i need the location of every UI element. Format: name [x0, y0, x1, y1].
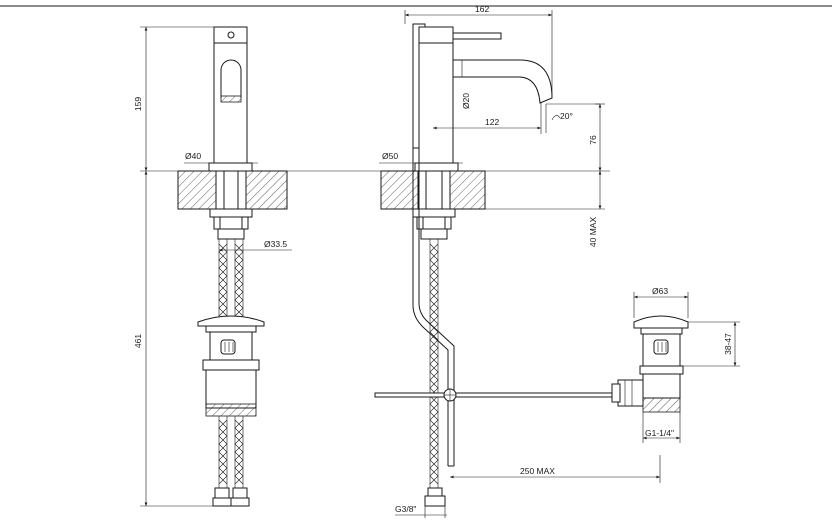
dim-38-47-label: 38-47	[723, 333, 733, 355]
dim-dia33-label: Ø33.5	[264, 239, 287, 249]
dim-40max-label: 40 MAX	[588, 217, 598, 248]
dim-g38-label: G3/8"	[395, 504, 416, 514]
dim-dia40-label: Ø40	[185, 151, 201, 161]
dim-461-label: 461	[133, 334, 143, 348]
dim-76-label: 76	[588, 135, 598, 145]
side-view	[374, 10, 661, 518]
dim-250max-label: 250 MAX	[520, 466, 555, 476]
dim-dia50-label: Ø50	[382, 151, 398, 161]
dim-g114-label: G1-1/4"	[645, 428, 674, 438]
dim-122-label: 122	[485, 117, 499, 127]
front-view	[140, 26, 292, 507]
dim-162-label: 162	[475, 4, 489, 14]
drain-detail	[611, 292, 740, 443]
dim-dia63-label: Ø63	[652, 286, 668, 296]
dim-dia20-label: Ø20	[461, 93, 471, 109]
dim-159-label: 159	[133, 97, 143, 111]
dim-angle-label: 20°	[560, 111, 573, 121]
